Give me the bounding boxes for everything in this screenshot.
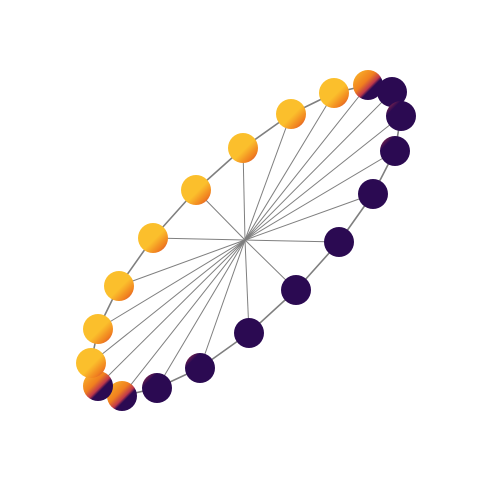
spoke-edge-9 [156, 239, 246, 389]
spoke-edge-11 [97, 239, 246, 387]
graph-node-6 [281, 275, 311, 305]
graph-node-0 [353, 70, 383, 100]
graph-node-3 [380, 136, 410, 166]
spoke-edge-5 [244, 239, 340, 243]
graph-node-14 [104, 271, 134, 301]
spoke-edge-2 [244, 115, 402, 241]
graph-node-13 [83, 314, 113, 344]
spoke-edge-17 [242, 147, 246, 241]
graph-node-8 [185, 353, 215, 383]
graph-node-7 [234, 318, 264, 348]
spoke-edge-4 [244, 193, 374, 241]
spoke-edge-8 [199, 239, 246, 369]
spoke-edge-7 [244, 239, 250, 334]
graph-node-15 [138, 223, 168, 253]
graph-nodes [76, 70, 416, 411]
graph-node-12 [76, 348, 106, 378]
spoke-edge-1 [244, 91, 393, 241]
spoke-edge-10 [121, 239, 246, 397]
spoke-edge-15 [152, 237, 246, 241]
spoke-edge-18 [244, 113, 292, 241]
spoke-edge-14 [118, 239, 246, 287]
graph-node-1 [377, 77, 407, 107]
graph-node-5 [324, 227, 354, 257]
spoke-edge-13 [97, 239, 246, 330]
graph-node-9 [142, 373, 172, 403]
graph-node-11 [83, 371, 113, 401]
graph-node-18 [276, 99, 306, 129]
graph-node-10 [107, 381, 137, 411]
spoke-edge-19 [244, 92, 335, 241]
spoke-edges [90, 84, 402, 397]
spoke-edge-12 [90, 239, 246, 364]
graph-node-17 [228, 133, 258, 163]
graph-node-19 [319, 78, 349, 108]
graph-node-2 [386, 101, 416, 131]
spoke-edge-3 [244, 150, 396, 241]
spoke-edge-0 [244, 84, 369, 241]
graph-node-16 [181, 175, 211, 205]
graph-node-4 [358, 179, 388, 209]
